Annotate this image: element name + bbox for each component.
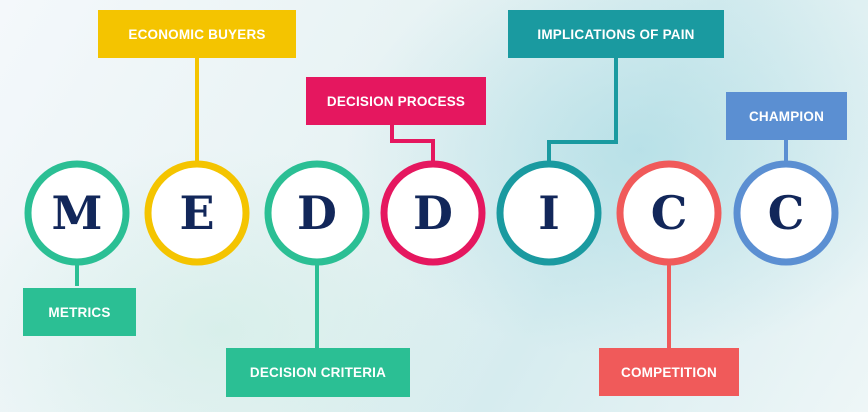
letter-i: I [538, 186, 560, 240]
circle-c1 [616, 160, 722, 266]
letter-d2: D [413, 186, 453, 240]
letter-m: M [51, 186, 103, 240]
label-implications-of-pain: IMPLICATIONS OF PAIN [508, 10, 724, 58]
label-competition: COMPETITION [599, 348, 739, 396]
label-champion: CHAMPION [726, 92, 847, 140]
label-decision-process: DECISION PROCESS [306, 77, 486, 125]
circle-e [144, 160, 250, 266]
circle-c2 [733, 160, 839, 266]
circle-i [496, 160, 602, 266]
letter-d1: D [297, 186, 337, 240]
circle-m [24, 160, 130, 266]
label-decision-criteria: DECISION CRITERIA [226, 348, 410, 397]
letter-c2: C [767, 186, 805, 240]
letter-e: E [179, 186, 215, 240]
letter-c1: C [650, 186, 688, 240]
connector-implications-of-pain [547, 58, 618, 161]
connector-decision-process [390, 124, 435, 161]
label-metrics: METRICS [23, 288, 136, 336]
label-economic-buyers: ECONOMIC BUYERS [98, 10, 296, 58]
circle-d1 [264, 160, 370, 266]
circle-d2 [380, 160, 486, 266]
